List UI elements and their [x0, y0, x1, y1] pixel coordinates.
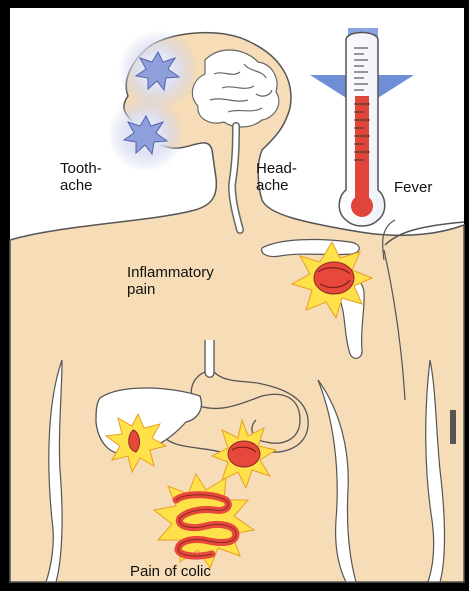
inflammatory-label-line2: pain: [127, 282, 155, 298]
headache-label-line1: Head-: [256, 161, 297, 177]
headache-label-line2: ache: [256, 178, 289, 194]
fever-label: Fever: [394, 180, 432, 196]
toothache-label-line2: ache: [60, 178, 93, 194]
toothache-label-line1: Tooth-: [60, 161, 102, 177]
partial-organ-edge: [450, 410, 456, 444]
colic-label: Pain of colic: [130, 564, 211, 580]
inflammatory-label-line1: Inflammatory: [127, 265, 214, 281]
